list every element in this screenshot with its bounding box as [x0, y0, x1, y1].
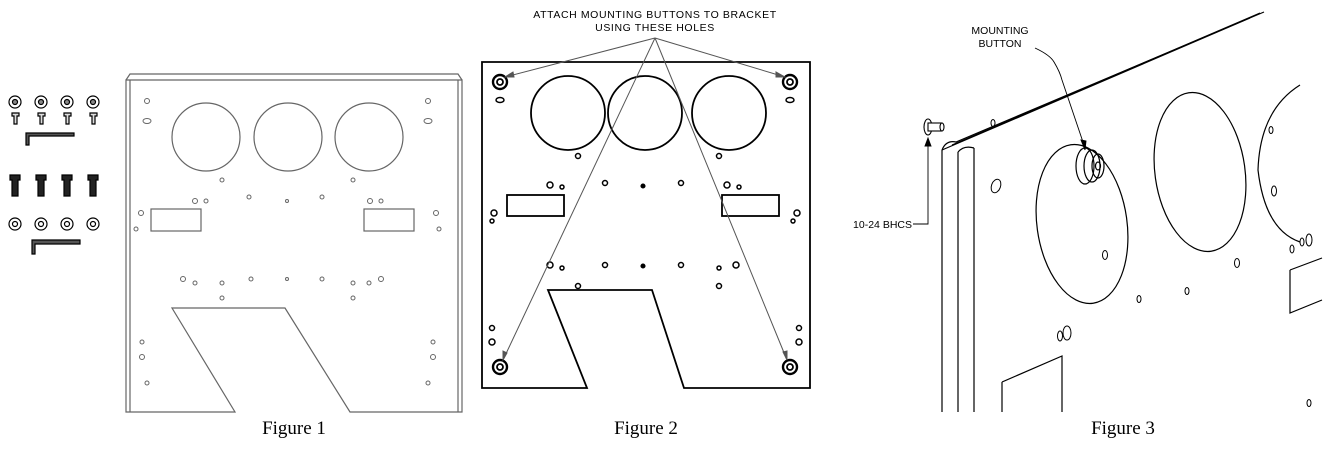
- figure-3-mounting-label-line1: MOUNTING: [971, 25, 1028, 37]
- figure-2-bracket: [481, 61, 811, 389]
- figure-3-mounting-label-line2: BUTTON: [979, 38, 1022, 50]
- figure-3-screw-label: 10-24 BHCS: [853, 219, 912, 231]
- figure-2-caption: Figure 2: [614, 418, 678, 439]
- figure-1-caption: Figure 1: [262, 418, 326, 439]
- figure-2-callout-line1: ATTACH MOUNTING BUTTONS TO BRACKET: [533, 9, 776, 21]
- hex-key-large: [31, 239, 81, 255]
- mounting-hole-bottom-left: [491, 358, 509, 376]
- nut-row-top: [8, 95, 100, 109]
- figure-1-bracket: [125, 73, 463, 413]
- small-screw-row: [11, 112, 98, 125]
- figure-3-caption: Figure 3: [1091, 418, 1155, 439]
- bhcs-screw: [923, 118, 945, 136]
- figure-3-leader-lines: [913, 47, 1087, 225]
- large-bolt-row: [9, 174, 99, 197]
- hex-key-small: [25, 132, 75, 146]
- figure-2-callout-line2: USING THESE HOLES: [595, 22, 715, 34]
- mounting-hole-bottom-right: [781, 358, 799, 376]
- figure-3-bracket-perspective: [941, 11, 1323, 412]
- figure-2-leader-lines: [502, 37, 788, 362]
- nut-row-bottom: [8, 217, 100, 231]
- mounting-button: [1075, 147, 1105, 185]
- figure-1-hardware-kit: [8, 95, 100, 255]
- mounting-hole-top-left: [491, 73, 509, 91]
- mounting-hole-top-right: [781, 73, 799, 91]
